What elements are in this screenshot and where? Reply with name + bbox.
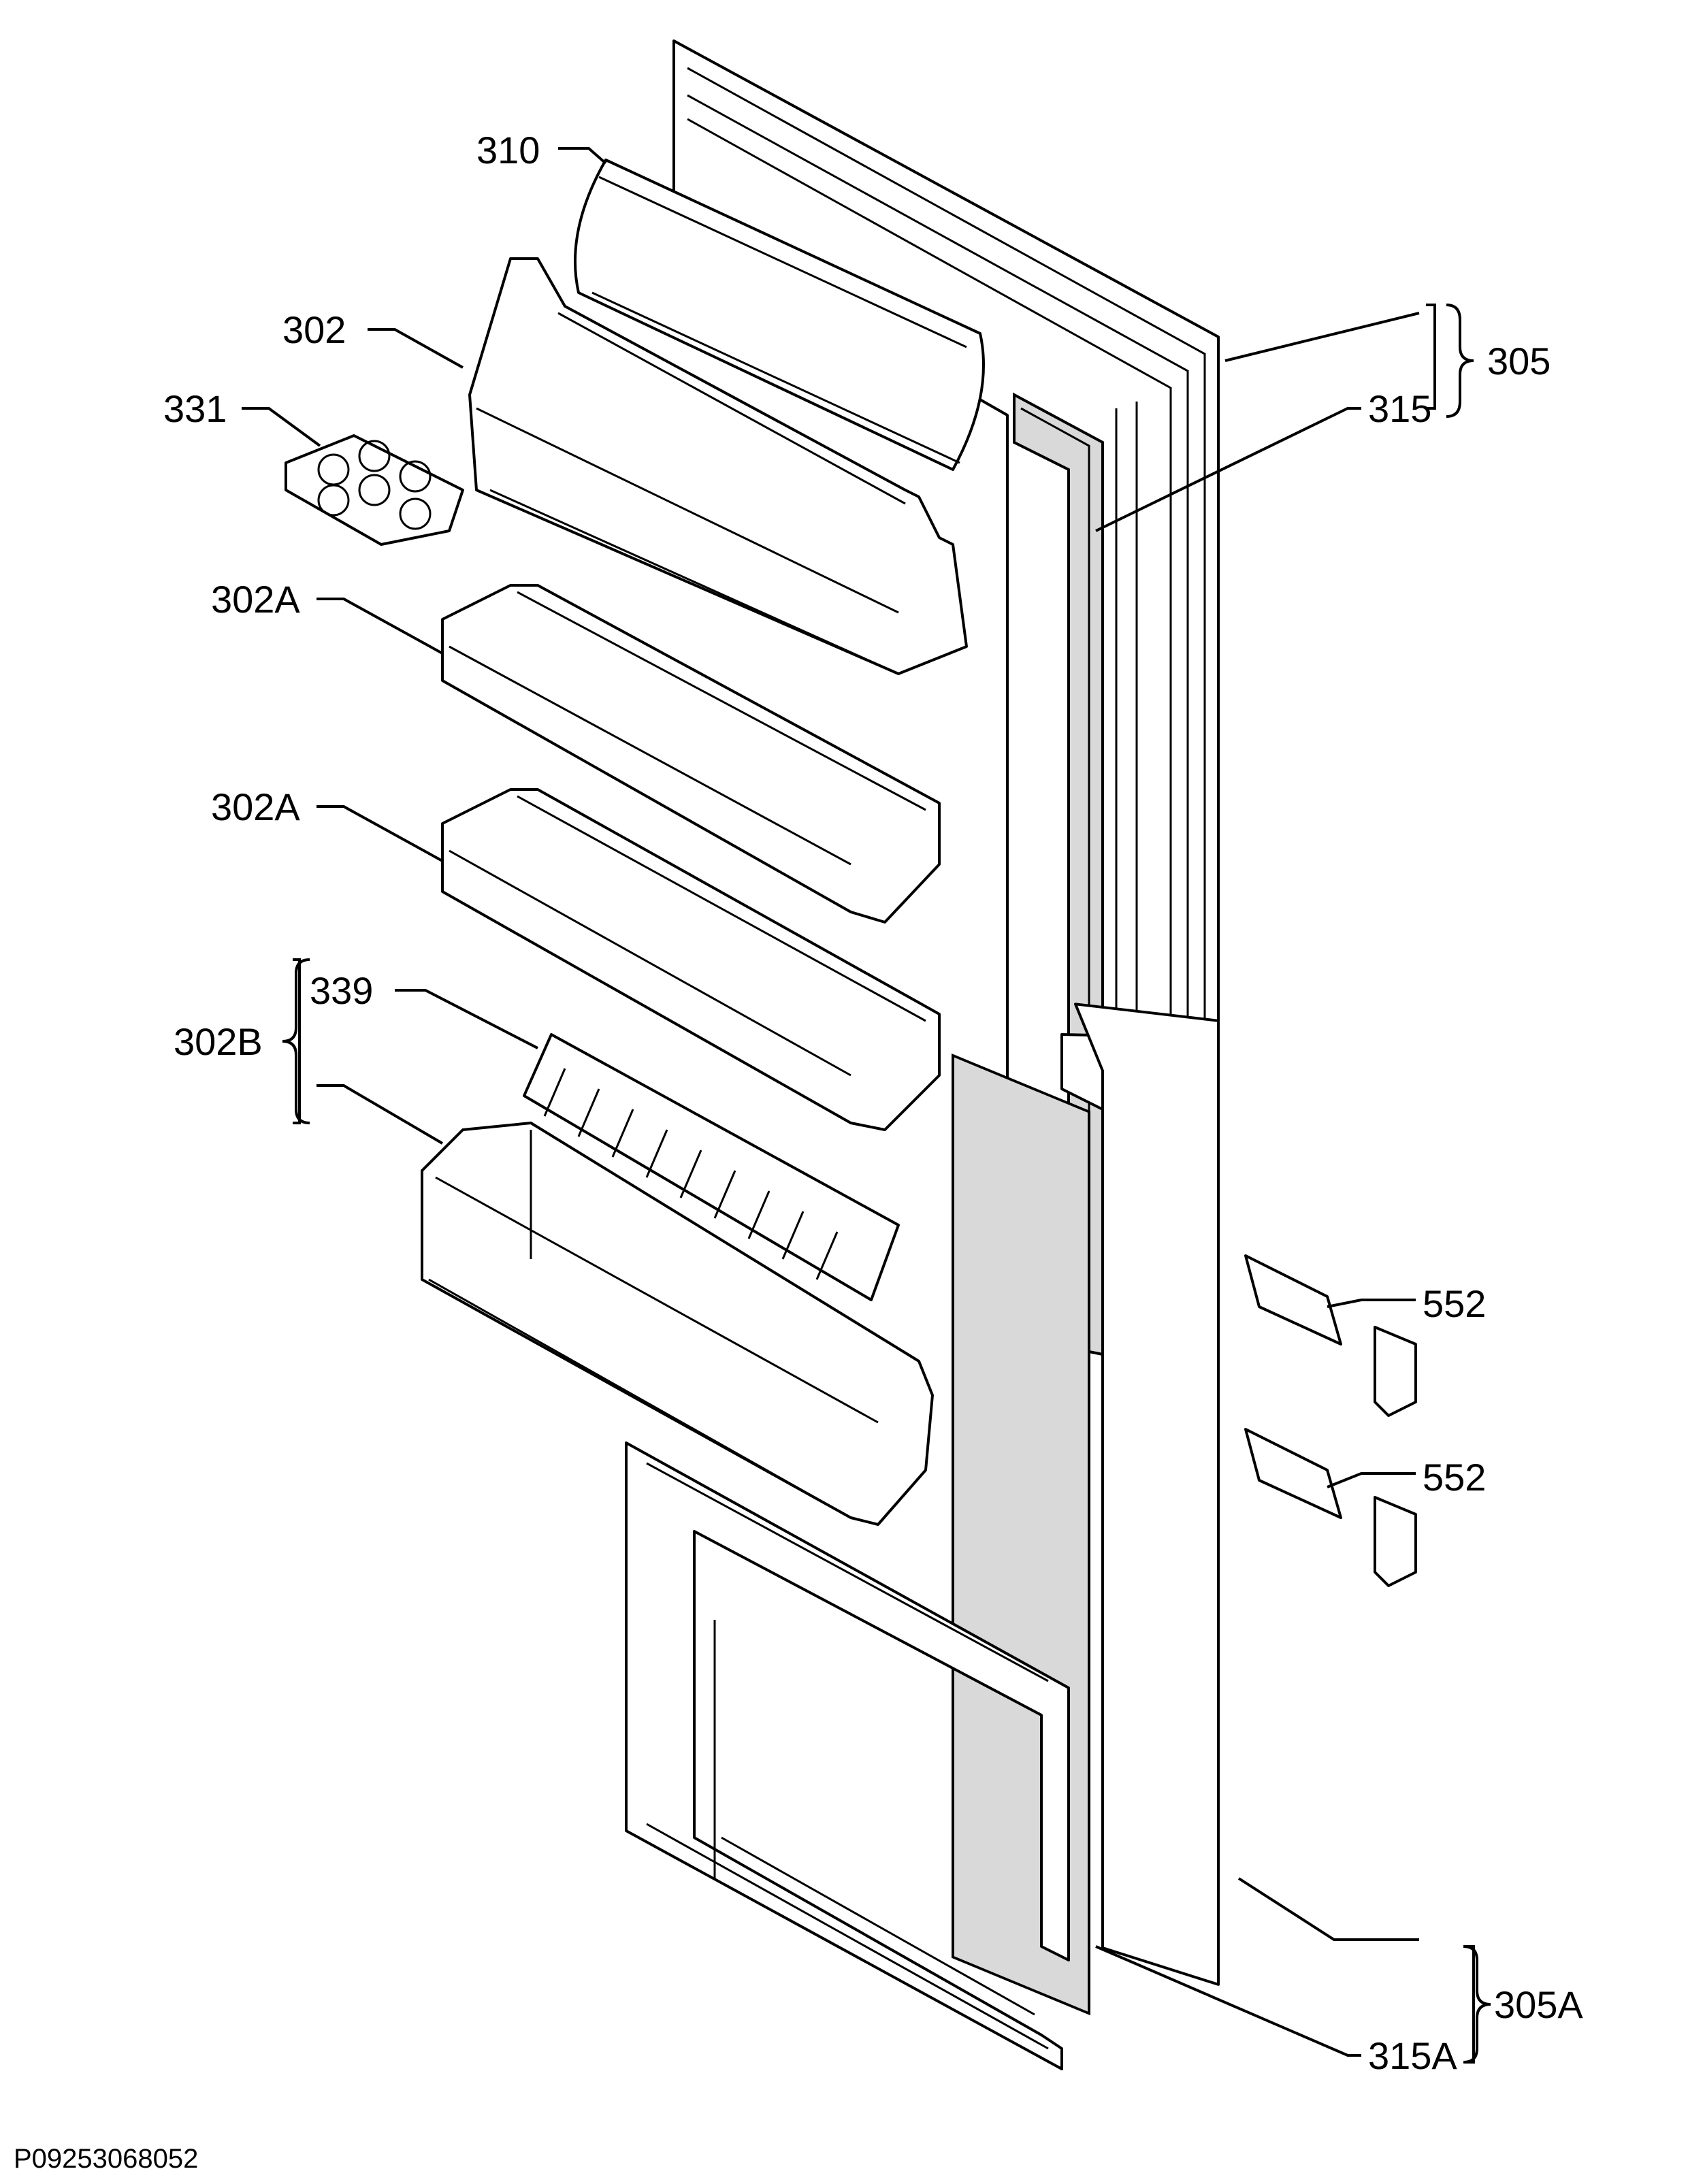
label-315A: 315A <box>1368 2034 1457 2077</box>
label-302A-upper: 302A <box>211 578 300 621</box>
part-302A-shelf-upper <box>441 584 941 924</box>
label-310: 310 <box>476 129 540 172</box>
part-552-hinge-upper <box>1244 1254 1417 1417</box>
part-331-egg-tray <box>285 434 464 546</box>
diagram-code: P09253068052 <box>14 2144 198 2174</box>
label-305A: 305A <box>1494 1983 1583 2026</box>
brace-305A <box>1463 1945 1491 2064</box>
leader-lines <box>242 147 1475 2064</box>
label-552-lower: 552 <box>1423 1456 1486 1499</box>
part-552-hinge-lower <box>1244 1428 1417 1587</box>
label-302: 302 <box>282 308 346 351</box>
brace-305 <box>1446 304 1474 418</box>
lower-door-gasket <box>625 1053 1090 2070</box>
brace-302B <box>282 958 310 1124</box>
label-331: 331 <box>163 387 227 430</box>
label-302A-lower: 302A <box>211 785 300 828</box>
label-305: 305 <box>1487 340 1551 382</box>
part-302A-shelf-lower <box>441 788 941 1131</box>
part-302-door-shelf <box>468 257 968 675</box>
part-339-shelf-insert <box>523 1033 900 1301</box>
label-552-upper: 552 <box>1423 1282 1486 1325</box>
label-315: 315 <box>1368 387 1431 430</box>
label-339: 339 <box>310 969 373 1012</box>
part-302B-bottle-shelf <box>421 1122 934 1526</box>
lower-door <box>1060 1003 1220 1986</box>
label-302B: 302B <box>174 1020 263 1063</box>
part-310-dairy-cover <box>574 159 985 471</box>
